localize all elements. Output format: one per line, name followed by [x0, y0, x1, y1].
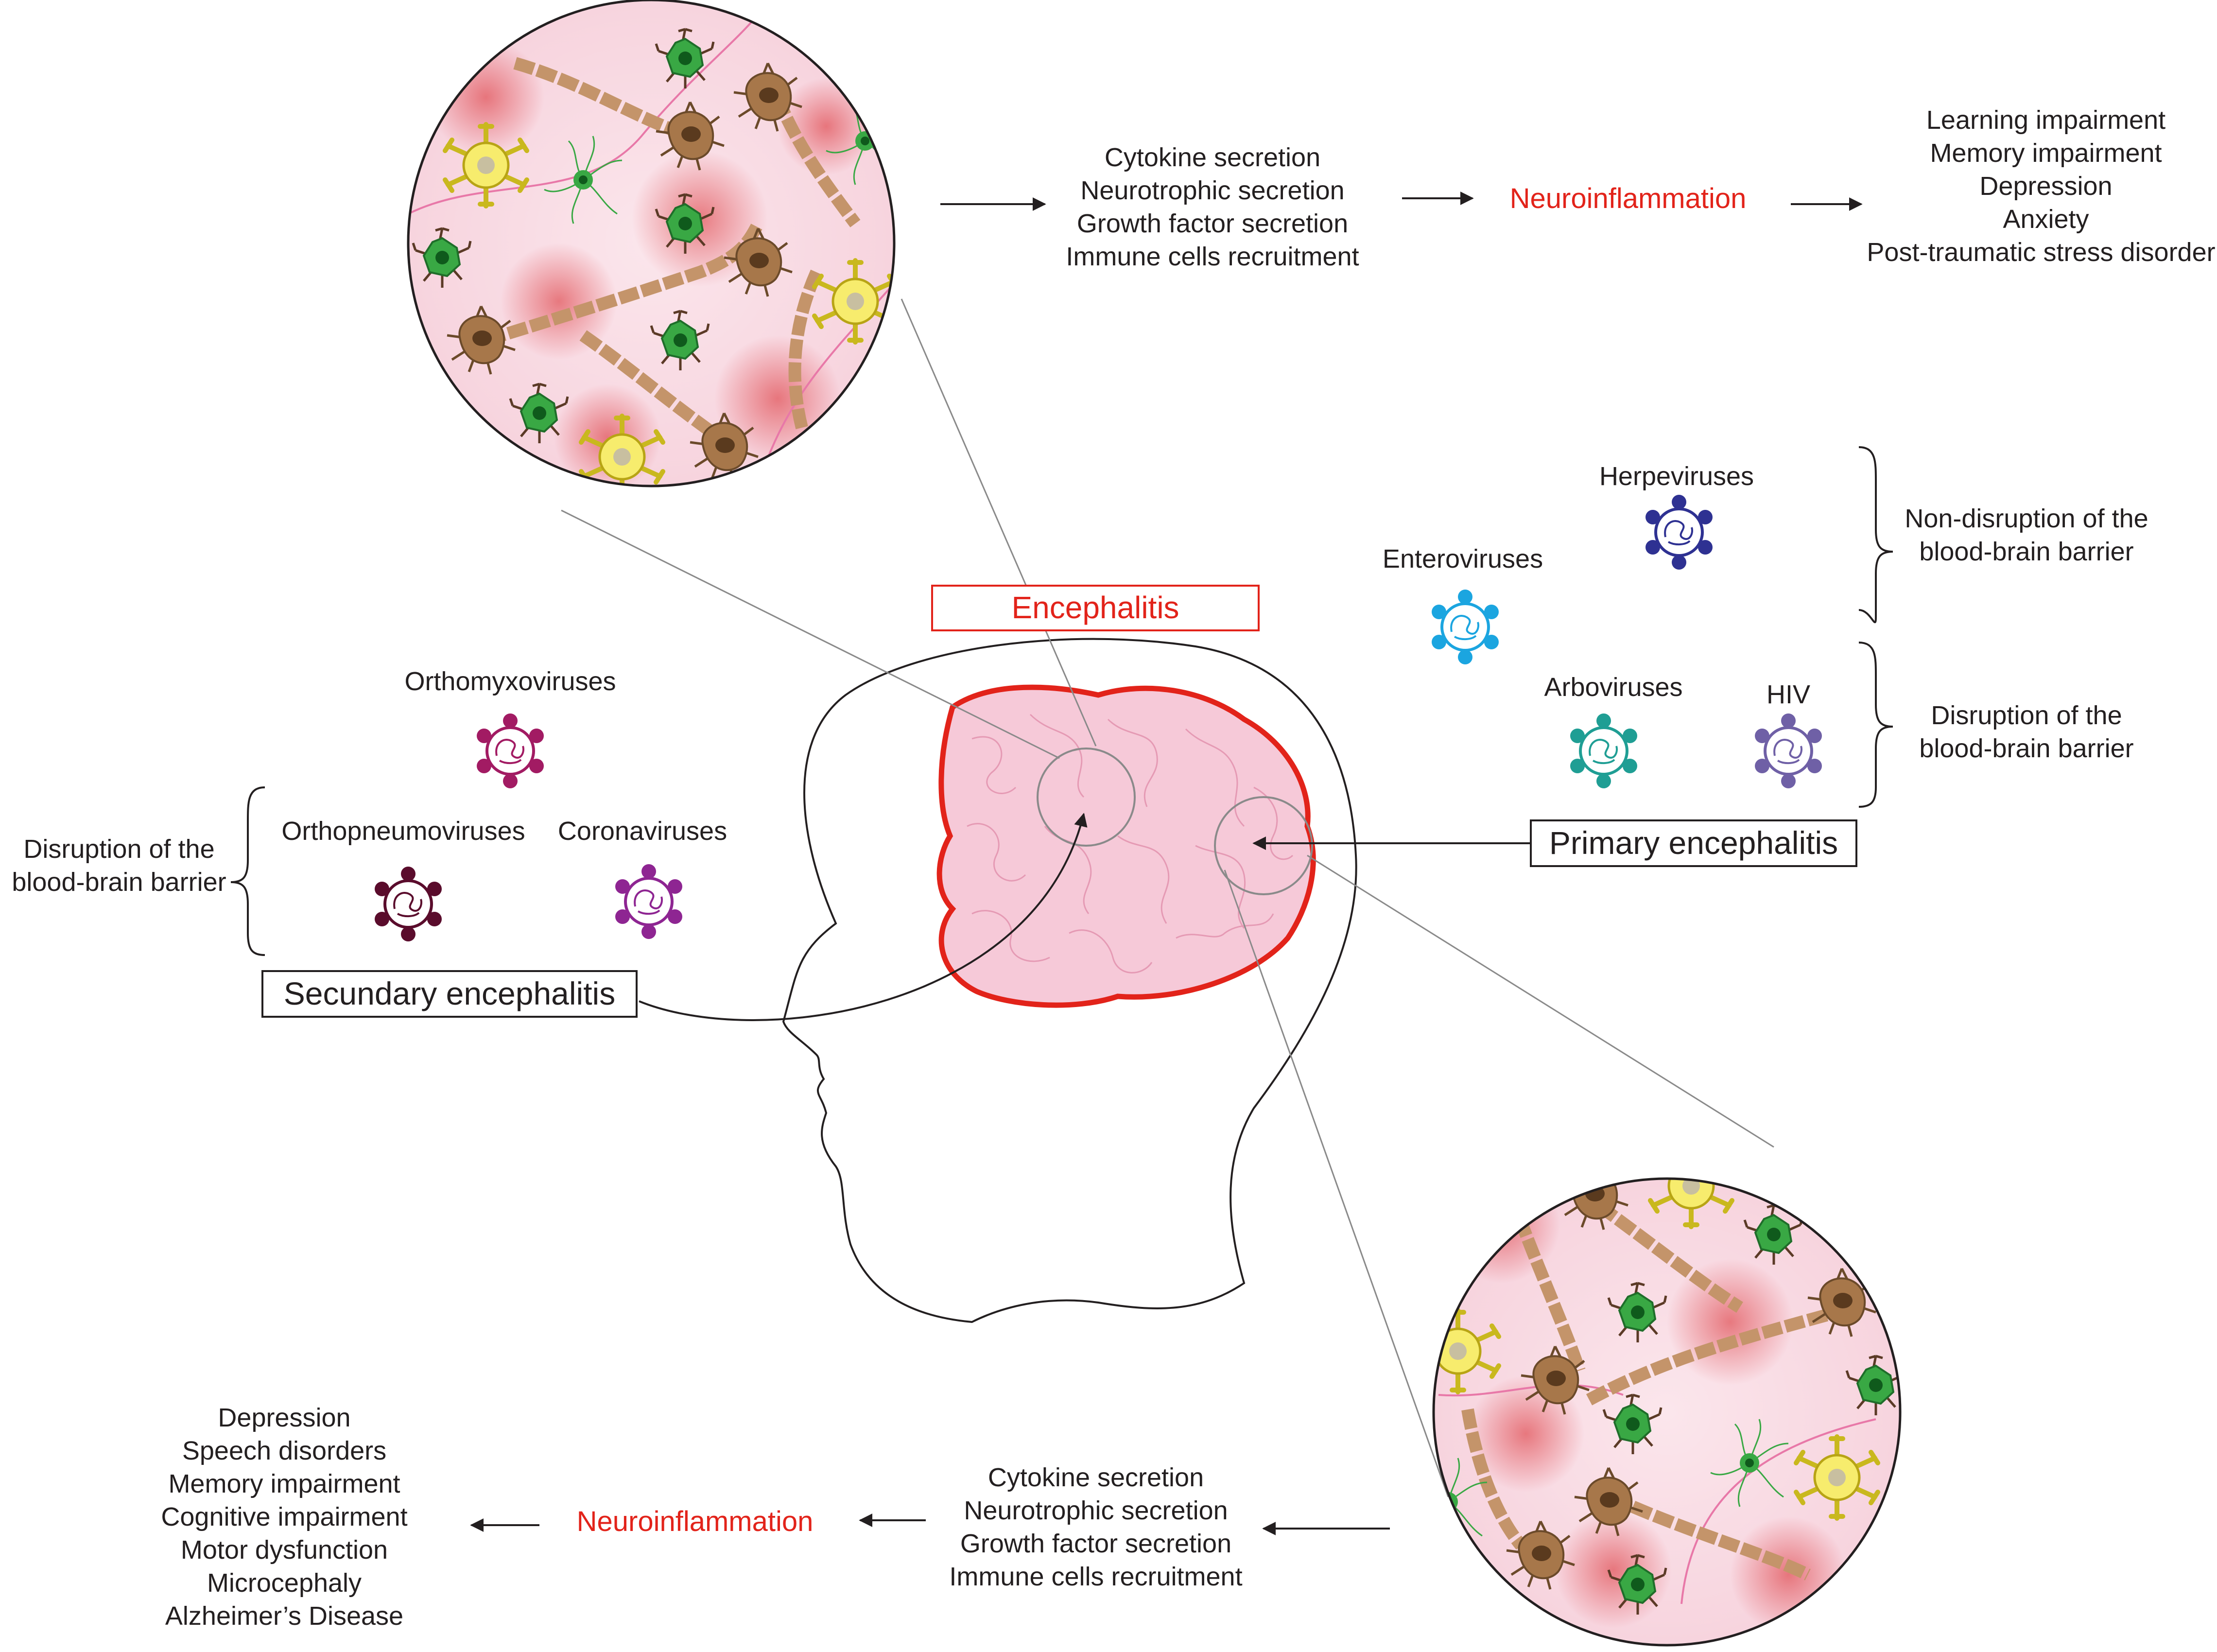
- zoom-connectors: [561, 298, 1774, 1497]
- bottom-mechanism-4: Immune cells recruitment: [949, 1562, 1242, 1591]
- top-neuroinflammation: Neuroinflammation: [1510, 183, 1747, 214]
- top-mechanism-2: Neurotrophic secretion: [1080, 176, 1344, 205]
- virus-label-arboviruses: Arboviruses: [1544, 673, 1682, 702]
- secondary-disruption-line2: blood-brain barrier: [12, 868, 226, 897]
- bottom-outcome-6: Microcephaly: [207, 1568, 362, 1598]
- top-mechanism-4: Immune cells recruitment: [1066, 242, 1359, 271]
- brace-primary-nondisruption: [1858, 446, 1893, 624]
- top-outcome-3: Depression: [1979, 172, 2112, 201]
- virus-label-orthopneumoviruses: Orthopneumoviruses: [281, 817, 525, 846]
- primary-encephalitis-box: [1530, 819, 1857, 867]
- primary-disruption-line1: Disruption of the: [1931, 701, 2122, 730]
- primary-nondisruption-line1: Non-disruption of the: [1905, 504, 2148, 533]
- bottom-outcome-4: Cognitive impairment: [161, 1502, 407, 1531]
- brace-secondary: [230, 786, 265, 956]
- virus-label-enteroviruses: Enteroviruses: [1383, 544, 1543, 574]
- primary-encephalitis-label: Primary encephalitis: [1549, 825, 1838, 861]
- bottom-mechanism-3: Growth factor secretion: [960, 1529, 1231, 1558]
- top-outcome-1: Learning impairment: [1926, 105, 2165, 135]
- virus-label-orthomyxoviruses: Orthomyxoviruses: [404, 667, 616, 696]
- primary-nondisruption-line2: blood-brain barrier: [1919, 537, 2133, 566]
- top-mechanism-1: Cytokine secretion: [1105, 143, 1320, 172]
- head-outline: [782, 638, 1357, 1323]
- bottom-outcome-2: Speech disorders: [182, 1436, 386, 1465]
- bottom-outcome-5: Motor dysfunction: [181, 1535, 388, 1565]
- hiv-icon: [1755, 713, 1822, 788]
- virus-label-herpeviruses: Herpeviruses: [1599, 462, 1754, 491]
- enterovirus-icon: [1432, 590, 1499, 664]
- bottom-outcome-7: Alzheimer’s Disease: [165, 1601, 403, 1631]
- bottom-outcome-3: Memory impairment: [168, 1469, 400, 1498]
- primary-disruption-line2: blood-brain barrier: [1919, 734, 2133, 763]
- orthopneumovirus-icon: [375, 867, 442, 941]
- brain: [936, 684, 1316, 1008]
- virus-label-coronaviruses: Coronaviruses: [558, 817, 727, 846]
- top-tissue-magnified: [407, 0, 896, 487]
- bottom-tissue-magnified: [1432, 1177, 1902, 1647]
- orthomyxovirus-icon: [477, 713, 544, 788]
- top-outcome-2: Memory impairment: [1930, 139, 2162, 168]
- encephalitis-title-box: [931, 585, 1260, 631]
- bottom-neuroinflammation: Neuroinflammation: [577, 1506, 814, 1537]
- arbovirus-icon: [1570, 713, 1637, 788]
- coronavirus-icon: [615, 864, 682, 939]
- brace-primary-disruption: [1858, 642, 1893, 808]
- virus-label-hiv: HIV: [1767, 680, 1810, 709]
- secondary-encephalitis-box: [261, 970, 638, 1018]
- bottom-outcome-1: Depression: [218, 1403, 350, 1432]
- bottom-mechanism-1: Cytokine secretion: [988, 1463, 1204, 1492]
- encephalitis-title: Encephalitis: [1011, 590, 1179, 625]
- top-mechanism-3: Growth factor secretion: [1077, 209, 1348, 238]
- secondary-curve-arrow: [639, 813, 1088, 1021]
- secondary-encephalitis-label: Secundary encephalitis: [284, 975, 615, 1011]
- herpesvirus-icon: [1645, 495, 1713, 570]
- top-outcome-5: Post-traumatic stress disorder: [1867, 238, 2215, 267]
- bottom-mechanism-2: Neurotrophic secretion: [964, 1496, 1228, 1525]
- secondary-disruption-line1: Disruption of the: [23, 835, 214, 864]
- top-outcome-4: Anxiety: [2003, 205, 2089, 234]
